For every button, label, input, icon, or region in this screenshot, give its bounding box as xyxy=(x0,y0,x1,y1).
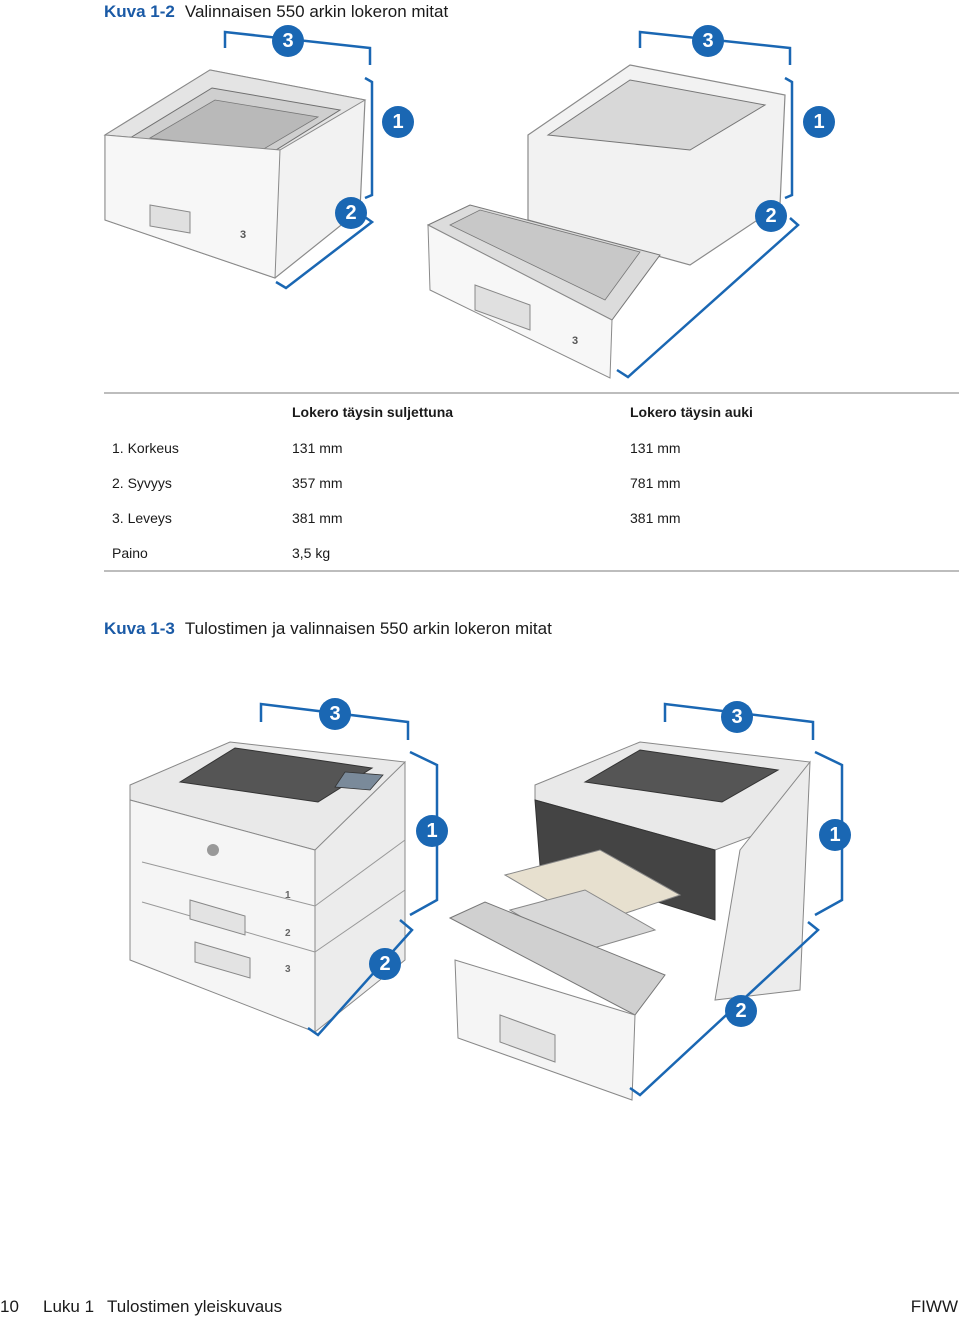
svg-text:3: 3 xyxy=(731,706,742,728)
tray-label: 2 xyxy=(285,928,291,939)
svg-text:3: 3 xyxy=(329,703,340,725)
svg-text:1: 1 xyxy=(426,820,437,842)
printer-open-illustration xyxy=(448,741,811,1101)
svg-text:2: 2 xyxy=(379,953,390,975)
svg-text:1: 1 xyxy=(392,111,403,133)
dimensions-table: Lokero täysin suljettuna Lokero täysin a… xyxy=(104,392,959,572)
page-number: 10 xyxy=(0,1297,19,1316)
table-cell: 131 mm xyxy=(630,439,681,456)
svg-text:2: 2 xyxy=(735,1000,746,1022)
table-cell: 781 mm xyxy=(630,474,681,491)
table-row: 1. Korkeus 131 mm 131 mm xyxy=(104,430,959,465)
table-cell: 2. Syvyys xyxy=(112,474,172,491)
table-cell: 3. Leveys xyxy=(112,509,172,526)
table-row: 2. Syvyys 357 mm 781 mm xyxy=(104,465,959,500)
chapter-title: Tulostimen yleiskuvaus xyxy=(107,1297,283,1316)
table-cell: 381 mm xyxy=(292,509,343,526)
tray-label: 3 xyxy=(240,229,246,241)
callout-2: 2 xyxy=(369,948,401,980)
callout-3: 3 xyxy=(721,701,753,733)
svg-text:3: 3 xyxy=(702,30,713,52)
callout-3: 3 xyxy=(692,25,724,57)
callout-3: 3 xyxy=(272,25,304,57)
table-header-cell: Lokero täysin suljettuna xyxy=(292,404,454,420)
callout-1: 1 xyxy=(819,819,851,851)
figure-caption-1: Kuva 1-2 Valinnaisen 550 arkin lokeron mi… xyxy=(104,2,448,22)
height-dimension-line xyxy=(784,76,794,200)
callout-1: 1 xyxy=(382,106,414,138)
depth-dimension-line xyxy=(307,919,414,1037)
table-header-cell xyxy=(104,393,284,430)
svg-text:1: 1 xyxy=(829,824,840,846)
table-header-row: Lokero täysin suljettuna Lokero täysin a… xyxy=(104,393,959,430)
tray-label: 3 xyxy=(285,964,291,975)
depth-dimension-line xyxy=(275,213,375,290)
callout-3: 3 xyxy=(319,698,351,730)
chapter-label: Luku 1 xyxy=(43,1297,95,1316)
callout-2: 2 xyxy=(725,995,757,1027)
figure-title: Tulostimen ja valinnaisen 550 arkin loke… xyxy=(184,619,552,638)
table-cell: 131 mm xyxy=(292,439,343,456)
callout-2: 2 xyxy=(755,200,787,232)
height-dimension-line xyxy=(364,76,374,200)
figure-title: Valinnaisen 550 arkin lokeron mitat xyxy=(184,2,449,21)
figure-number: Kuva 1-3 xyxy=(104,619,175,638)
callout-1: 1 xyxy=(416,815,448,847)
table-header-cell: Lokero täysin auki xyxy=(630,404,753,420)
table-row: 3. Leveys 381 mm 381 mm xyxy=(104,500,959,535)
tray-dimensions-figure: 3 3 3 1 2 3 1 2 xyxy=(103,25,835,379)
svg-text:1: 1 xyxy=(813,111,824,133)
tray-label: 1 xyxy=(285,890,291,901)
table-cell: Paino xyxy=(112,544,148,561)
figure-caption-2: Kuva 1-3 Tulostimen ja valinnaisen 550 ar… xyxy=(104,619,552,639)
table-cell: 3,5 kg xyxy=(292,544,331,561)
table-cell xyxy=(622,535,959,571)
printer-closed-illustration: 1 2 3 xyxy=(129,741,406,1034)
callout-2: 2 xyxy=(335,197,367,229)
figure-number: Kuva 1-2 xyxy=(104,2,175,21)
printer-dimensions-figure: 1 2 3 3 1 2 3 1 2 xyxy=(129,698,851,1101)
depth-dimension-line xyxy=(616,217,800,379)
callout-1: 1 xyxy=(803,106,835,138)
table-cell: 381 mm xyxy=(630,509,681,526)
table-cell: 357 mm xyxy=(292,474,343,491)
tray-closed-illustration: 3 xyxy=(103,69,367,279)
table-cell: 1. Korkeus xyxy=(112,439,179,456)
document-code: FIWW xyxy=(910,1297,958,1316)
tray-label: 3 xyxy=(572,335,578,347)
svg-text:3: 3 xyxy=(282,30,293,52)
tray-open-illustration: 3 xyxy=(426,64,786,379)
svg-text:2: 2 xyxy=(765,205,776,227)
table-row: Paino 3,5 kg xyxy=(104,535,959,571)
svg-text:2: 2 xyxy=(345,202,356,224)
